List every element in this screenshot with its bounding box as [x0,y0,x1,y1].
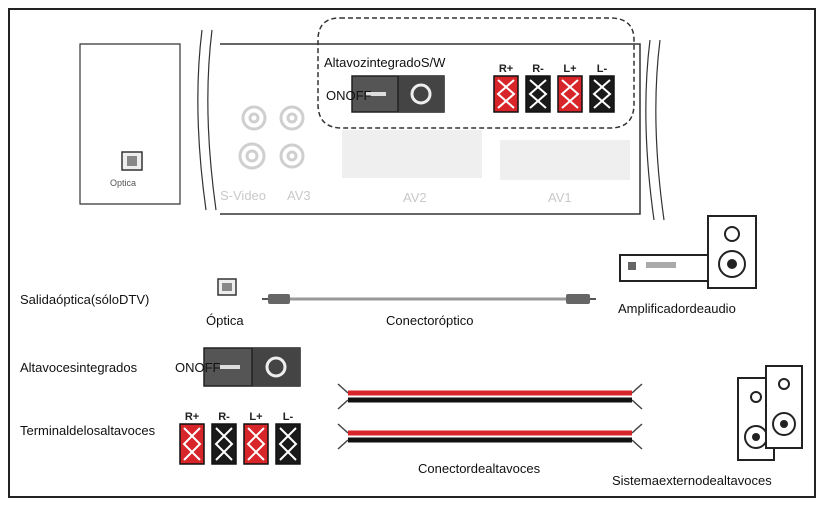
amplifier-label: Amplificadordeaudio [618,301,736,316]
terminal-clip-icon [496,79,516,109]
tv-onoff-label: ONOFF [326,88,372,103]
faint-av-jacks [238,105,305,170]
av3-label: AV3 [287,188,311,203]
legend-speaker-terminals: R+ R- L+ L- [179,411,301,465]
terminal-clip-icon [592,79,612,109]
terminal-clip-icon [214,427,234,461]
terminal-label-0: R+ [185,411,199,423]
terminal-clip-icon [278,427,298,461]
terminal-label-1: R- [218,411,230,423]
terminal-clip-icon [182,427,202,461]
external-speakers-icon [737,365,803,461]
tv-side-panel [79,29,665,221]
faint-av2-block [342,130,630,180]
terminal-label: Terminaldelosaltavoces [20,423,156,438]
terminal-label-2: L+ [563,63,576,75]
terminal-clip-icon [246,427,266,461]
builtin-switch-title: AltavozintegradoS/W [324,55,446,70]
terminal-label-0: R+ [499,63,513,75]
terminal-label-2: L+ [249,411,262,423]
terminal-label-3: L- [597,63,608,75]
builtin-speakers-label: Altavocesintegrados [20,360,138,375]
av2-label: AV2 [403,190,427,205]
terminal-clip-icon [528,79,548,109]
speaker-cable-bottom [337,423,643,450]
legend-optical-port-label: Óptica [206,313,244,328]
terminal-label-1: R- [532,63,544,75]
av1-label: AV1 [548,190,572,205]
terminal-clip-icon [560,79,580,109]
legend-onoff-switch [203,347,301,387]
tv-optical-port-icon [121,151,143,171]
legend-optical-port-icon [217,278,237,296]
optical-cable [262,294,596,304]
audio-amplifier-icon [619,215,757,289]
tv-onoff-switch [351,75,445,113]
speaker-cable-top [337,383,643,410]
tv-optical-label: Optica [110,178,137,188]
speaker-connector-label: Conectordealtavoces [418,461,541,476]
legend-onoff-label: ONOFF [175,360,221,375]
svideo-label: S-Video [220,188,267,203]
optical-connector-label: Conectoróptico [386,313,474,328]
terminal-label-3: L- [283,411,294,423]
external-speakers-label: Sistemaexternodealtavoces [612,473,772,488]
tv-speaker-terminals: R+ R- L+ L- [493,63,615,113]
speaker-area-highlight [317,17,635,129]
optical-output-label: Salidaóptica(sóloDTV) [20,292,150,307]
